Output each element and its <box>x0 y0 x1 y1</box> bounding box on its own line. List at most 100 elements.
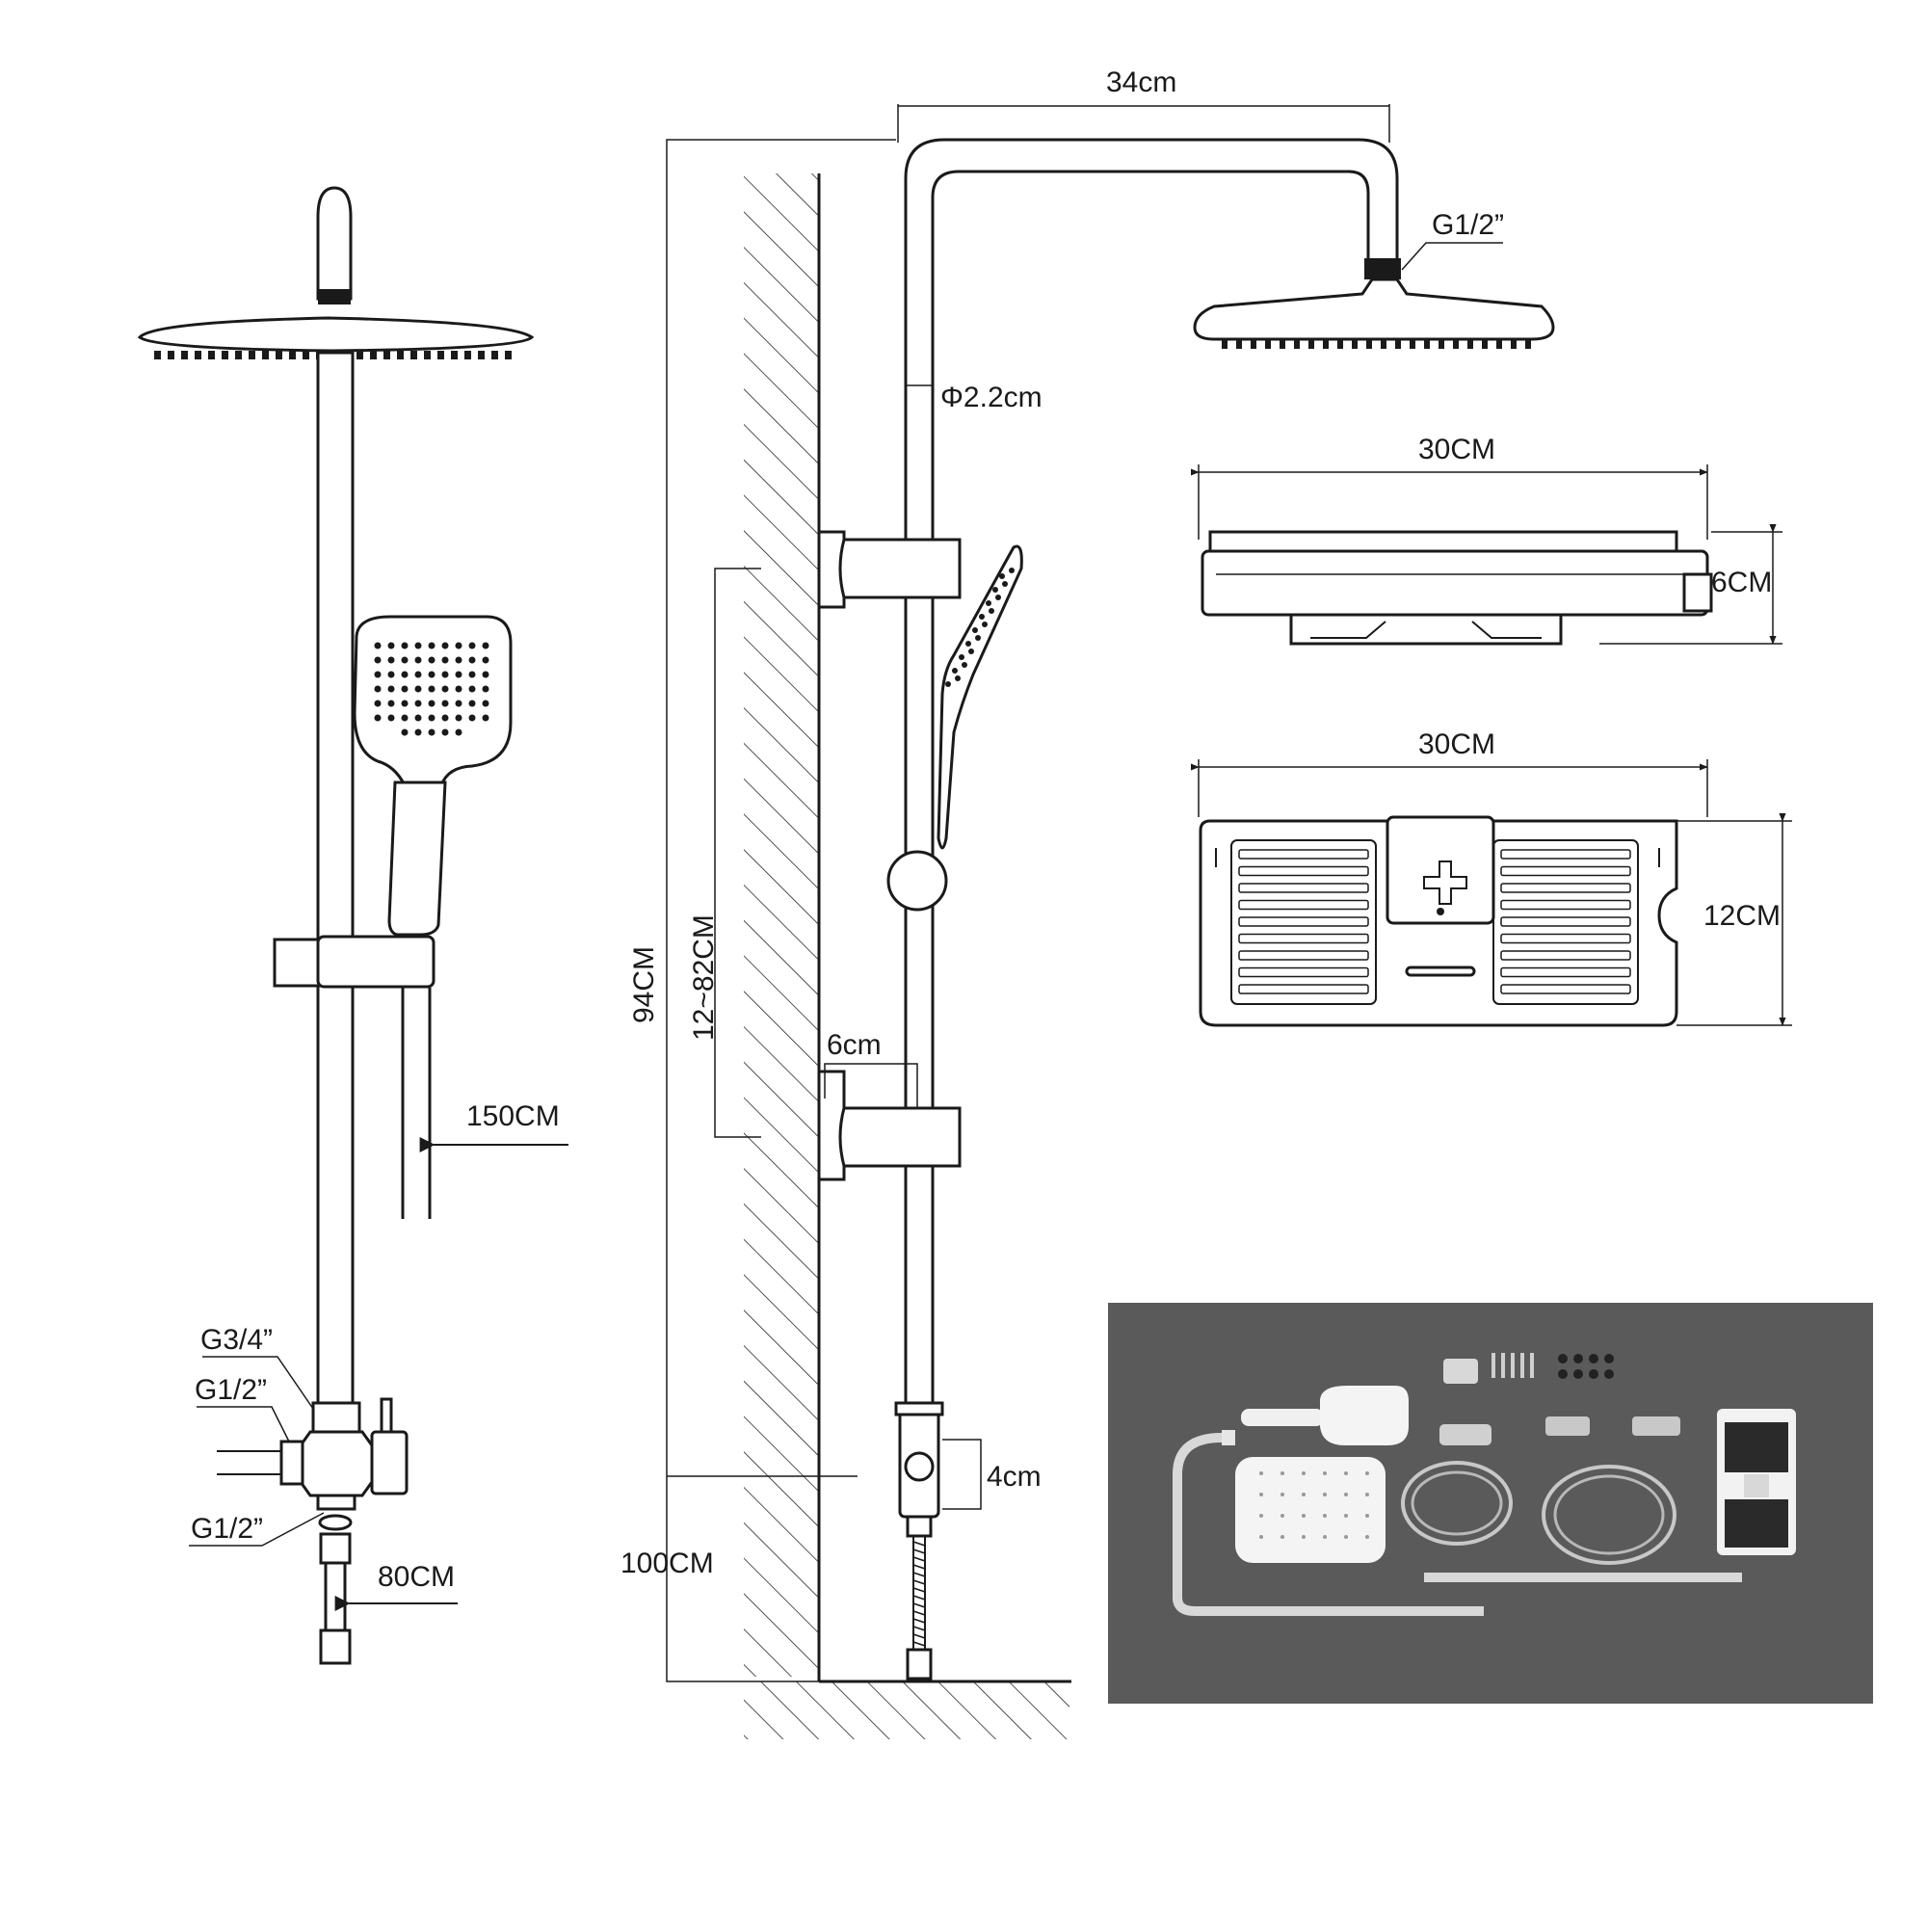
photo-hose-1-inner <box>1411 1470 1503 1536</box>
rain-nozzle <box>181 351 188 359</box>
hand-nozzle <box>401 642 409 649</box>
diverter-top-nut <box>311 1401 361 1434</box>
side-nozzle <box>972 627 978 633</box>
side-nozzle <box>1009 568 1015 573</box>
photo-washer <box>1558 1354 1568 1363</box>
head-thread-label: G1/2” <box>1432 209 1504 241</box>
hand-nozzle <box>428 714 436 722</box>
rain-nozzle <box>356 351 363 359</box>
arm-width-label: 34cm <box>1106 66 1176 98</box>
slide-range-bracket <box>714 568 761 1138</box>
rain-nozzle <box>235 351 242 359</box>
hand-nozzle <box>455 714 462 722</box>
holder-bracket-front <box>316 935 436 989</box>
hand-nozzle <box>468 714 476 722</box>
total-height-line <box>666 139 896 1682</box>
pipe-diameter-marker <box>905 384 934 410</box>
hand-nozzle <box>468 700 476 707</box>
arm-nut <box>318 289 351 304</box>
hand-nozzle <box>441 656 449 664</box>
slider-knob <box>886 850 948 912</box>
rain-nozzle-side <box>1222 339 1227 349</box>
hand-nozzle <box>374 642 382 649</box>
arm-connector <box>1364 258 1401 279</box>
photo-hose-1 <box>1401 1461 1513 1546</box>
rain-nozzle <box>276 351 282 359</box>
grille-slat <box>1500 916 1631 927</box>
photo-shelf-grille-top <box>1725 1422 1788 1472</box>
rain-nozzle-side <box>1439 339 1444 349</box>
shelf-grille-right <box>1492 839 1639 1005</box>
rain-nozzle-side <box>1511 339 1517 349</box>
hand-nozzle <box>441 728 449 736</box>
rain-nozzle-side <box>1525 339 1531 349</box>
rain-head-front <box>137 316 535 353</box>
shelf-grille-left <box>1230 839 1377 1005</box>
hand-nozzle <box>428 642 436 649</box>
holder-knob <box>273 938 325 988</box>
shelf-height-label: 6CM <box>1711 567 1772 598</box>
rain-nozzle <box>370 351 377 359</box>
grille-slat <box>1500 966 1631 978</box>
rain-nozzle <box>154 351 161 359</box>
parts-kit-photo <box>1108 1303 1873 1704</box>
rain-nozzle-side <box>1482 339 1488 349</box>
rain-nozzle <box>303 351 309 359</box>
photo-rain-head-dots <box>1245 1467 1376 1553</box>
inlet-hose-label: 80CM <box>378 1561 455 1593</box>
photo-washer <box>1573 1354 1583 1363</box>
rain-head-side-nozzles <box>1222 339 1531 349</box>
side-nozzle <box>995 595 1001 600</box>
outlet-hose <box>912 1536 926 1657</box>
outlet-top-nut <box>894 1401 944 1416</box>
grille-slat <box>1500 849 1631 860</box>
wall-hatch <box>744 173 819 1677</box>
shelf-clamp-levers <box>1310 621 1542 639</box>
photo-hand-handle <box>1241 1409 1324 1426</box>
side-nozzle <box>982 622 988 627</box>
hand-nozzle <box>455 656 462 664</box>
rain-nozzle <box>397 351 404 359</box>
hand-nozzle <box>401 714 409 722</box>
shelf-hook-side <box>1682 572 1713 613</box>
photo-washer <box>1604 1354 1614 1363</box>
riser-pipe-front <box>316 351 355 1405</box>
hand-nozzle <box>414 728 422 736</box>
hand-nozzle <box>414 700 422 707</box>
hand-nozzle <box>374 671 382 678</box>
grille-slat <box>1500 950 1631 961</box>
rain-nozzle-side <box>1308 339 1314 349</box>
hand-nozzle <box>482 700 489 707</box>
rain-nozzle-side <box>1453 339 1459 349</box>
arm-cap <box>316 186 353 301</box>
side-nozzle <box>965 641 971 647</box>
grille-slat <box>1238 899 1369 911</box>
photo-bracket-2 <box>1545 1416 1590 1436</box>
photo-bracket-1 <box>1439 1424 1491 1445</box>
lower-bracket <box>838 1106 962 1168</box>
side-nozzle <box>999 573 1005 579</box>
g34-label: G3/4” <box>200 1324 273 1356</box>
rain-nozzle-side <box>1236 339 1242 349</box>
hand-nozzle <box>482 714 489 722</box>
photo-hose-2-inner <box>1553 1474 1665 1555</box>
rain-nozzle-side <box>1352 339 1358 349</box>
hand-nozzle <box>441 700 449 707</box>
rain-nozzle <box>249 351 255 359</box>
hand-nozzle <box>428 685 436 693</box>
rain-nozzle-side <box>1424 339 1430 349</box>
slide-range-label: 12~82CM <box>688 914 720 1041</box>
hand-nozzle <box>414 714 422 722</box>
hose-ridge <box>912 1556 926 1562</box>
grille-slat <box>1238 883 1369 893</box>
photo-washer <box>1604 1369 1614 1379</box>
shelf-top-view: 30CM 12CM <box>1190 728 1792 1027</box>
grille-frame <box>1230 839 1377 1005</box>
side-nozzle <box>1002 581 1008 587</box>
hand-nozzle <box>387 642 395 649</box>
hand-nozzle <box>414 642 422 649</box>
photo-hand-head <box>1320 1386 1409 1445</box>
hand-nozzle <box>428 656 436 664</box>
